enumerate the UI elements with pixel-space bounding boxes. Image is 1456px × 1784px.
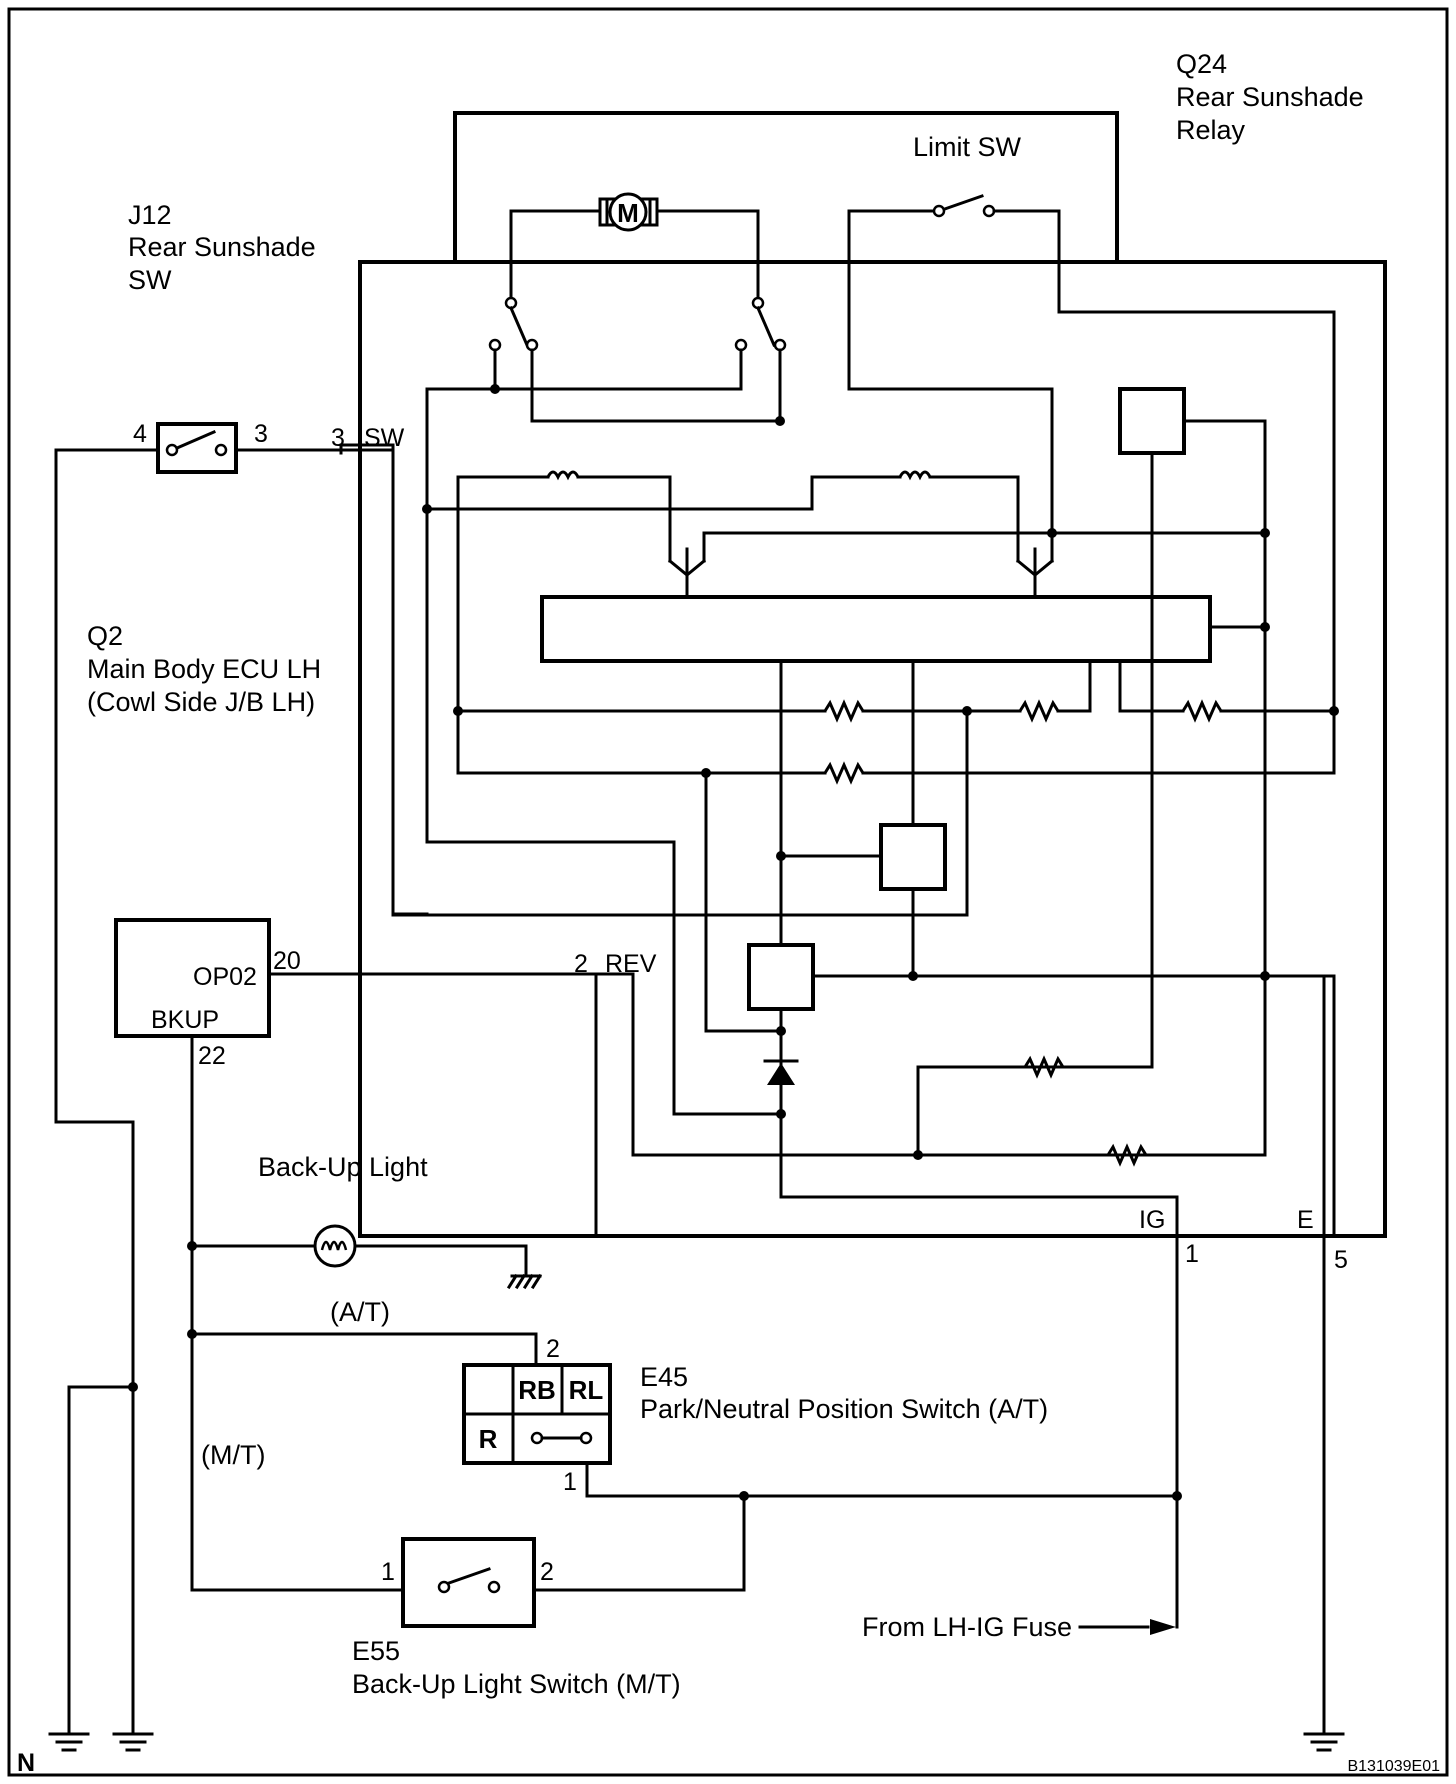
- pnp-switch: RB RL R: [462, 1363, 612, 1465]
- pin-relay-ig: IG: [1139, 1206, 1165, 1234]
- sunshade-sw-line1: Rear Sunshade: [128, 232, 316, 262]
- pnp-col-rl: RL: [569, 1375, 604, 1405]
- relay-name-line1: Rear Sunshade: [1176, 82, 1364, 112]
- external-junctions: [128, 1241, 1182, 1501]
- coil-driver-right: [425, 470, 1055, 599]
- backup-light-lamp: [190, 1224, 528, 1278]
- ground-symbol-lamp: [506, 1273, 543, 1290]
- fuse-label: From LH-IG Fuse: [862, 1612, 1072, 1642]
- motor-symbol: M: [509, 192, 760, 300]
- pnp-ref: E45: [640, 1362, 688, 1392]
- pin-relay-sw: SW: [364, 424, 405, 452]
- relay-ref: Q24: [1176, 49, 1227, 79]
- pin-relay5: 5: [1334, 1246, 1348, 1274]
- limit-sw-label: Limit SW: [913, 132, 1022, 162]
- pin-sw4: 4: [133, 420, 147, 448]
- ecu-bkup: BKUP: [151, 1006, 219, 1034]
- relay-internal-block-upper: [1118, 387, 1186, 455]
- relay-box: [358, 260, 1387, 1238]
- sunshade-sw-ref: J12: [128, 200, 172, 230]
- ecu-line1: Main Body ECU LH: [87, 654, 321, 684]
- pin-ecu22: 22: [198, 1042, 226, 1070]
- pin-ecu20: 20: [273, 947, 301, 975]
- ground-symbol-left: [48, 1732, 90, 1752]
- motor-relay-contacts: [425, 296, 787, 511]
- ecu-op02: OP02: [193, 963, 257, 991]
- pin-pnp2: 2: [546, 1335, 560, 1363]
- mt-label: (M/T): [201, 1440, 265, 1470]
- backup-light-switch: [401, 1537, 536, 1628]
- pnp-col-rb: RB: [518, 1375, 556, 1405]
- bls-name: Back-Up Light Switch (M/T): [352, 1669, 681, 1699]
- relay-internal-block-middle: [879, 823, 947, 891]
- diagram-frame: [7, 7, 1449, 1777]
- pnp-name: Park/Neutral Position Switch (A/T): [640, 1394, 1048, 1424]
- ecu-line2: (Cowl Side J/B LH): [87, 687, 315, 717]
- sunshade-switch: [54, 422, 429, 1736]
- relay-name-line2: Relay: [1176, 115, 1246, 145]
- coil-driver-left: [425, 470, 1267, 599]
- pin-relay-rev: REV: [605, 950, 657, 978]
- limit-switch: [847, 194, 1336, 713]
- pin-relay1: 1: [1185, 1240, 1199, 1268]
- ground-symbol-right: [1303, 1732, 1345, 1752]
- bls-ref: E55: [352, 1636, 400, 1666]
- motor-label: M: [617, 198, 639, 228]
- relay-internal-block-lower: [747, 943, 815, 1011]
- pin-relay3: 3: [331, 424, 345, 452]
- ecu-ref: Q2: [87, 621, 123, 651]
- pin-bls1: 1: [381, 1558, 395, 1586]
- resistor-network: [339, 443, 1336, 917]
- at-label: (A/T): [330, 1297, 390, 1327]
- pin-pnp1: 1: [563, 1468, 577, 1496]
- fuse-arrow: [1078, 1619, 1176, 1635]
- pin-sw3: 3: [254, 420, 268, 448]
- ground-symbol-left-2: [112, 1732, 154, 1752]
- pnp-row-r: R: [479, 1424, 498, 1454]
- pin-relay2: 2: [574, 950, 588, 978]
- relay-ic-block: [540, 595, 1212, 663]
- sunshade-sw-line2: SW: [128, 265, 172, 295]
- pin-bls2: 2: [540, 1558, 554, 1586]
- corner-n: N: [17, 1749, 35, 1777]
- relay-junctions: [422, 384, 1339, 1160]
- pin-relay-e: E: [1297, 1206, 1314, 1234]
- figure-code: B131039E01: [1347, 1758, 1440, 1775]
- backup-light-label: Back-Up Light: [258, 1152, 428, 1182]
- motor-enclosure: [453, 111, 1119, 262]
